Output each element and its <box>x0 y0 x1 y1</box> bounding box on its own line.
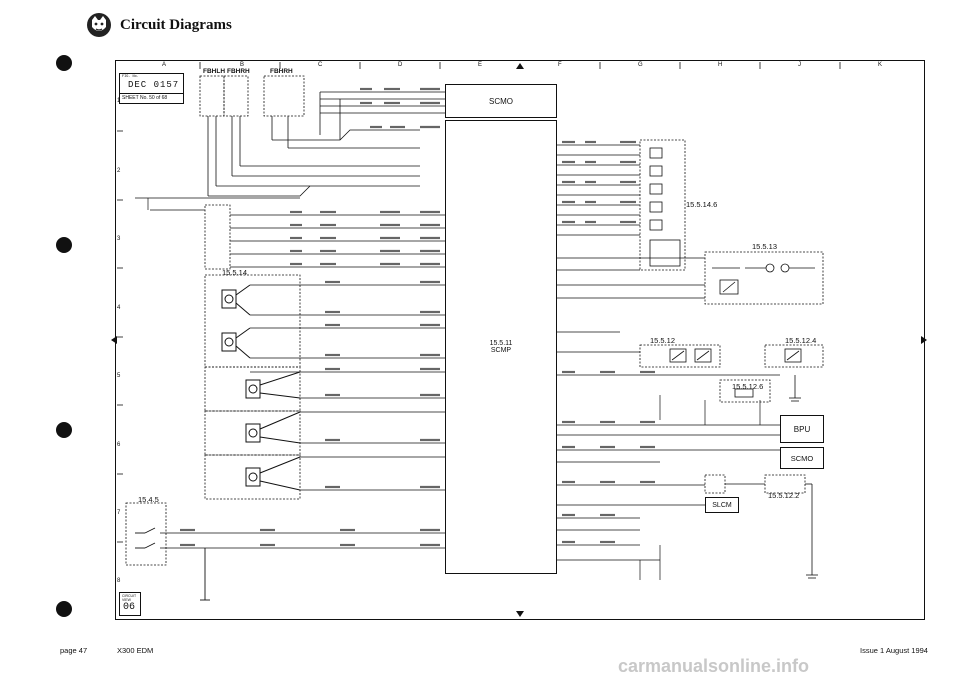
watermark: carmanualsonline.info <box>618 656 810 676</box>
scmo-wires <box>319 91 445 140</box>
column-label: J <box>798 62 801 68</box>
connector-drops <box>207 116 420 197</box>
column-label: D <box>398 62 403 68</box>
drawing-title-block: FIG. No. DEC 0157 <box>119 73 184 94</box>
jaguar-head-logo-icon <box>87 13 111 37</box>
connector-label: FBHLH <box>203 68 226 75</box>
sheet-arrow-left <box>111 336 117 344</box>
scmp-left-wires <box>135 197 445 549</box>
slcm-module: SLCM <box>705 497 739 513</box>
row-label: 2 <box>117 168 121 174</box>
connector-label: FBHRH <box>227 68 250 75</box>
page-header: Circuit Diagrams <box>86 12 232 38</box>
column-label: C <box>318 62 323 68</box>
page-number: page 47 <box>60 646 88 655</box>
reference-label: 15.5.12.2 <box>768 491 800 500</box>
binder-hole <box>56 55 72 71</box>
scmp-label: SCMP <box>490 347 512 354</box>
column-label: K <box>878 62 883 68</box>
diagram-code: DEC 0157 <box>128 80 180 90</box>
bpu-module: BPU <box>780 415 824 443</box>
circuit-15-5-13 <box>704 251 824 305</box>
wire-id-marks <box>180 87 655 547</box>
scmo-label: SCMO <box>489 96 513 106</box>
reference-label: 15.5.14.6 <box>686 200 718 209</box>
header-connectors <box>199 75 305 117</box>
bpu-label: BPU <box>793 424 811 434</box>
row-label: 6 <box>117 442 121 448</box>
sheet-arrow-right <box>921 336 927 344</box>
slcm-label: SLCM <box>712 501 732 509</box>
column-label: A <box>162 62 167 68</box>
circuit-view-block: CIRCUIT VIEW 06 <box>119 592 141 616</box>
page-title: Circuit Diagrams <box>120 16 232 33</box>
scmp-ref: 15.5.11 <box>489 340 513 347</box>
column-label: F <box>558 62 562 68</box>
relay-pack <box>639 139 686 271</box>
row-label: 4 <box>117 305 121 311</box>
reference-label: 15.5.12.4 <box>785 336 817 345</box>
scmp-module: 15.5.11 SCMP <box>445 120 557 574</box>
circuit-view-label: CIRCUIT VIEW <box>122 594 137 602</box>
scmo-secondary-module: SCMO <box>780 447 824 469</box>
left-component-boxes <box>125 204 301 566</box>
document-name: X300 EDM <box>117 646 154 655</box>
column-label: G <box>638 62 643 68</box>
reference-label: 15.4.5 <box>138 495 159 504</box>
column-ticks <box>117 62 841 543</box>
circuit-view-number: 06 <box>123 602 136 613</box>
scmo-secondary-label: SCMO <box>790 453 814 463</box>
row-label: 3 <box>117 236 121 242</box>
sheet-number-box: SHEET No. 50 of 68 <box>119 93 184 104</box>
column-label: E <box>478 62 483 68</box>
row-label: 8 <box>117 578 121 584</box>
issue-date: Issue 1 August 1994 <box>860 646 928 655</box>
reference-label: 15.5.13 <box>752 242 778 251</box>
row-label: 1 <box>117 98 121 104</box>
connector-label: FBHRH <box>270 68 293 75</box>
scmo-module: SCMO <box>445 84 557 118</box>
binder-hole <box>56 422 72 438</box>
row-label: 7 <box>117 510 121 516</box>
sheet-arrow-top <box>516 63 524 69</box>
circuit-15-5-12 <box>639 344 824 403</box>
column-label: H <box>718 62 723 68</box>
reference-label: 15.5.12 <box>650 336 676 345</box>
binder-hole <box>56 601 72 617</box>
reference-label: 15.5.14 <box>222 268 248 277</box>
sheet-number: SHEET No. 50 of 68 <box>122 95 168 101</box>
sensor-symbols <box>221 284 301 491</box>
row-label: 5 <box>117 373 121 379</box>
scmp-right-wires <box>556 144 780 580</box>
sheet-arrow-bottom <box>516 611 524 617</box>
circuit-15-5-12-2 <box>704 375 818 579</box>
binder-hole <box>56 237 72 253</box>
title-block-field-label: FIG. No. <box>122 75 139 79</box>
column-label: B <box>240 62 245 68</box>
switch-symbol <box>135 527 210 601</box>
reference-label: 15.5.12.6 <box>732 382 764 391</box>
